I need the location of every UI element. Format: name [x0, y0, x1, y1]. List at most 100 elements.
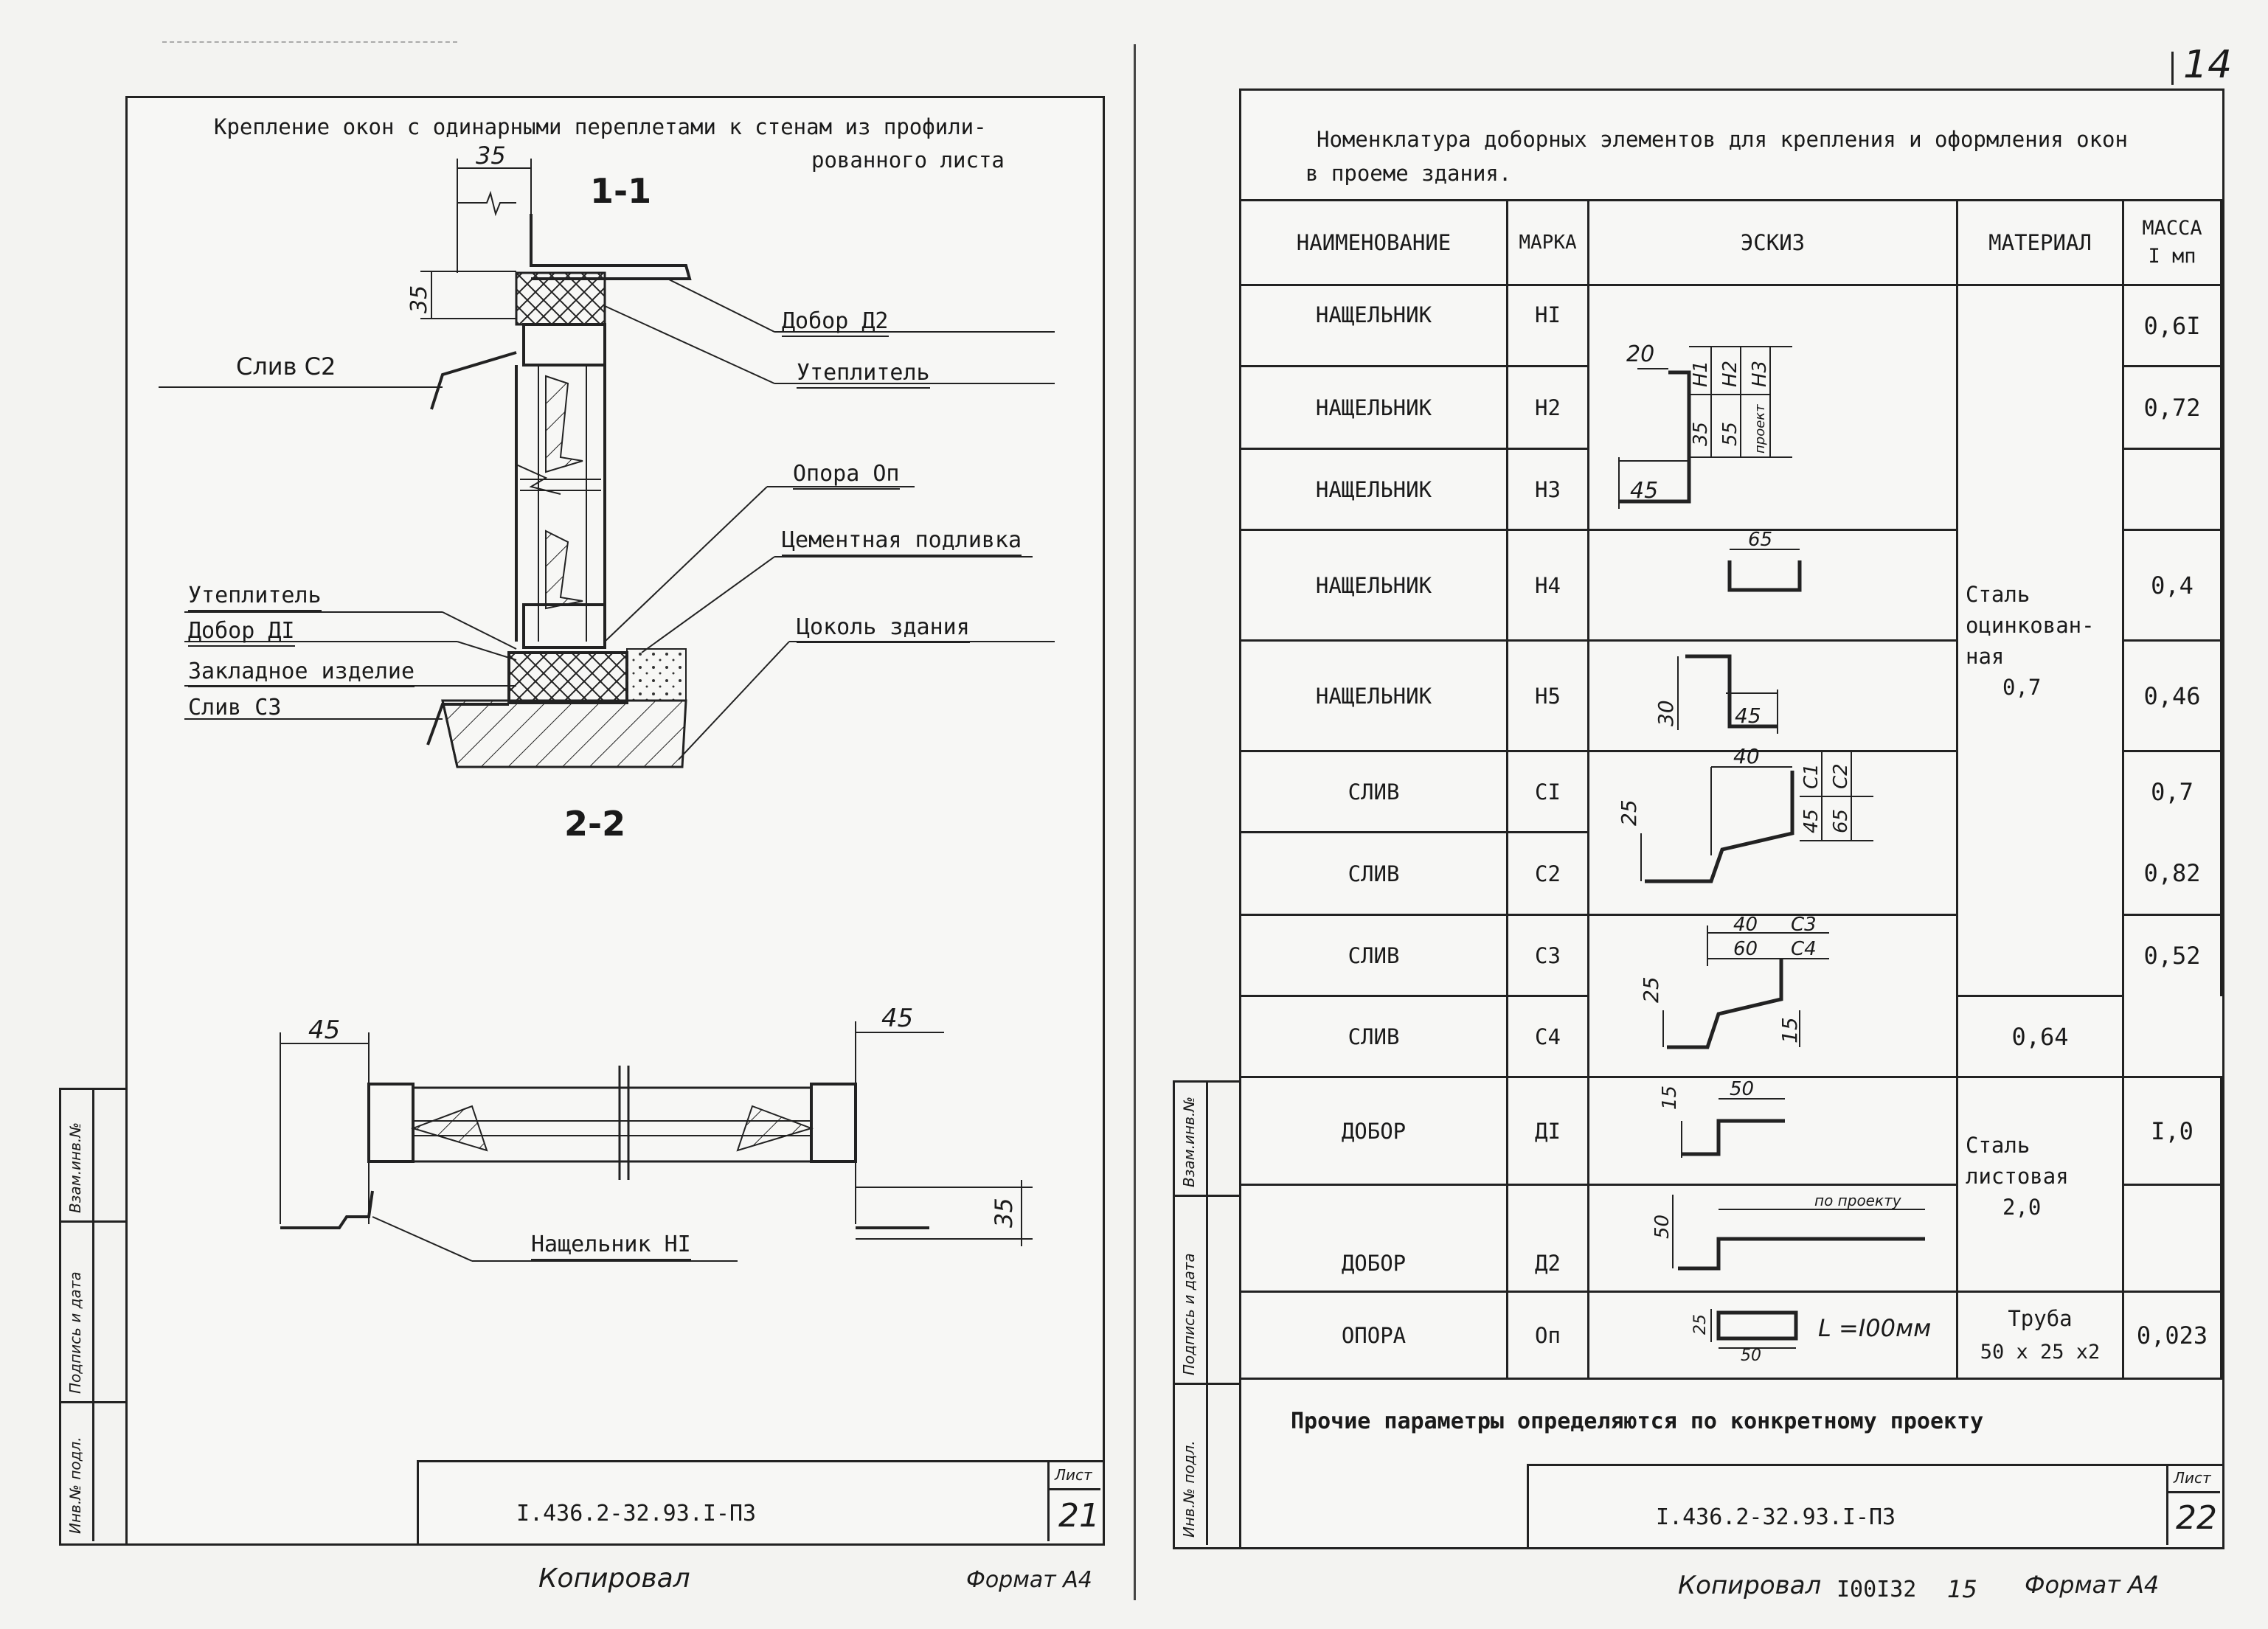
right-order-no-2: 15	[1947, 1575, 1977, 1603]
dim-35-right: 35	[990, 1198, 1018, 1228]
right-note: Прочие параметры определяются по конкрет…	[1291, 1409, 1984, 1434]
dim-op-50: 50	[1741, 1347, 1761, 1365]
header-mark: МАРКА	[1506, 199, 1589, 286]
scan-mark	[162, 41, 457, 44]
row-mark: Оп	[1506, 1291, 1589, 1380]
right-stamp	[1527, 1464, 2224, 1549]
row-mass: 0,6I	[2122, 284, 2222, 367]
table-row: СЛИВ СI 0,7	[1239, 750, 2222, 916]
left-stamp-list-label: Лист	[1055, 1466, 1092, 1484]
row-name: НАЩЕЛЬНИК	[1239, 448, 1508, 531]
header-mass-1: МАССА	[2142, 217, 2202, 240]
row-mass: 0,52	[2122, 914, 2222, 996]
row-mark: С3	[1506, 914, 1589, 997]
label-sliv-c2: Слив С2	[236, 352, 336, 381]
label-dobor-d1: Добор ДI	[188, 618, 295, 647]
table-row: НАЩЕЛЬНИК Н5 0,46	[1239, 639, 2222, 752]
mat-t1: Труба	[2008, 1305, 2073, 1331]
right-order-no: I00I32	[1837, 1577, 1917, 1602]
table-row: НАЩЕЛЬНИК НI Сталь оцинкован- ная 0,7 0,…	[1239, 284, 2222, 997]
right-stamp-sheet: 22	[2176, 1499, 2217, 1537]
dim-c-45: 45	[1800, 809, 1823, 833]
material-steel-zinc: Сталь оцинкован- ная 0,7	[1956, 284, 2124, 997]
row-mass: 0,023	[2122, 1291, 2222, 1380]
label-zakladnoe: Закладное изделие	[188, 659, 415, 687]
dim-n5-30: 30	[1654, 700, 1678, 726]
left-stamp-code: I.436.2-32.93.I-ПЗ	[516, 1501, 757, 1526]
dim-n-20: 20	[1626, 341, 1654, 367]
dim-op-L: L =I00мм	[1818, 1314, 1931, 1342]
dim-d2-pr: по проекту	[1814, 1192, 1902, 1209]
right-stamp-code: I.436.2-32.93.I-ПЗ	[1656, 1504, 1896, 1530]
material-steel-sheet: Сталь листовая 2,0	[1956, 1076, 2124, 1293]
mat-z2: оцинкован-	[1966, 612, 2095, 638]
row-mass	[2122, 448, 2222, 531]
dim-c3-40: 40	[1733, 914, 1758, 936]
sketch-d1	[1587, 1076, 1958, 1186]
dim-45-right: 45	[881, 1004, 913, 1033]
dim-c-25: 25	[1617, 799, 1641, 826]
sketch-c12	[1587, 750, 1958, 916]
row-name: ОПОРА	[1239, 1291, 1508, 1380]
table-row: ДОБОР ДI Сталь листовая 2,0 I,0	[1239, 1076, 2222, 1293]
dim-n-45: 45	[1630, 478, 1658, 504]
dim-c3-c3: С3	[1791, 914, 1817, 936]
header-sketch: ЭСКИЗ	[1587, 199, 1958, 286]
row-mark: С2	[1506, 832, 1589, 916]
section-label-1-1: 1-1	[590, 171, 652, 211]
dim-n-h3: Н3	[1749, 361, 1771, 387]
left-title-line2: рованного листа	[811, 147, 1005, 173]
row-mark: Н2	[1506, 365, 1589, 450]
fold-line	[1134, 44, 1136, 1600]
row-mass: 0,7	[2122, 750, 2222, 833]
mat-s3: 2,0	[2002, 1195, 2042, 1220]
table-row: НАЩЕЛЬНИК Н3	[1239, 448, 2222, 531]
label-uteplitel-bottom: Утеплитель	[188, 583, 322, 611]
label-dobor-d2: Добор Д2	[782, 308, 889, 337]
row-mass: 0,64	[1956, 996, 2124, 1078]
sketch-op	[1587, 1291, 1958, 1380]
dim-35-side: 35	[406, 285, 432, 313]
header-material: МАТЕРИАЛ	[1956, 199, 2124, 286]
dim-n-35: 35	[1690, 422, 1712, 446]
right-stamp-list-label: Лист	[2174, 1469, 2211, 1487]
row-mass: 0,4	[2122, 529, 2222, 642]
row-name: НАЩЕЛЬНИК	[1239, 639, 1508, 752]
dim-op-25: 25	[1691, 1314, 1710, 1335]
header-mass-2: I мп	[2148, 245, 2196, 268]
page-corner-number: 14	[2183, 43, 2233, 87]
table-row: СЛИВ С2 0,82	[1239, 832, 2222, 916]
row-name: ДОБОР	[1239, 1076, 1508, 1186]
sketch-c34	[1587, 914, 1958, 1078]
mat-t2: 50 х 25 х2	[1980, 1340, 2101, 1364]
left-stamp-sheet: 21	[1058, 1497, 1100, 1535]
row-name: СЛИВ	[1239, 996, 1508, 1078]
row-mass: I,0	[2122, 1076, 2222, 1186]
left-stamp	[417, 1460, 1105, 1546]
dim-c-c2: С2	[1830, 763, 1852, 789]
table-header-row: НАИМЕНОВАНИЕ МАРКА ЭСКИЗ МАТЕРИАЛ МАССА …	[1239, 199, 2222, 286]
dim-n-h2: Н2	[1719, 361, 1741, 387]
dim-c3-15: 15	[1778, 1017, 1802, 1043]
dim-n4-65: 65	[1748, 529, 1772, 551]
mat-z4: 0,7	[2002, 674, 2042, 700]
mat-z3: ная	[1966, 643, 2005, 669]
row-name: НАЩЕЛЬНИК	[1239, 365, 1508, 450]
section-label-2-2: 2-2	[564, 804, 626, 844]
right-format: Формат А4	[2025, 1571, 2160, 1599]
material-tube: Труба 50 х 25 х2	[1956, 1291, 2124, 1380]
mat-z1: Сталь	[1966, 581, 2031, 607]
dim-c3-60: 60	[1733, 938, 1758, 960]
dim-d2-50: 50	[1651, 1215, 1674, 1239]
row-mass: 0,82	[2122, 832, 2222, 916]
left-format: Формат А4	[966, 1567, 1092, 1593]
row-mark: Д2	[1506, 1184, 1589, 1293]
nomenclature-table: НАИМЕНОВАНИЕ МАРКА ЭСКИЗ МАТЕРИАЛ МАССА …	[1239, 199, 2222, 1380]
row-mass: 0,72	[2122, 365, 2222, 450]
row-mark: СI	[1506, 750, 1589, 833]
dim-c-65: 65	[1830, 809, 1852, 833]
row-mark: ДI	[1506, 1076, 1589, 1186]
mat-s1: Сталь	[1966, 1133, 2031, 1158]
